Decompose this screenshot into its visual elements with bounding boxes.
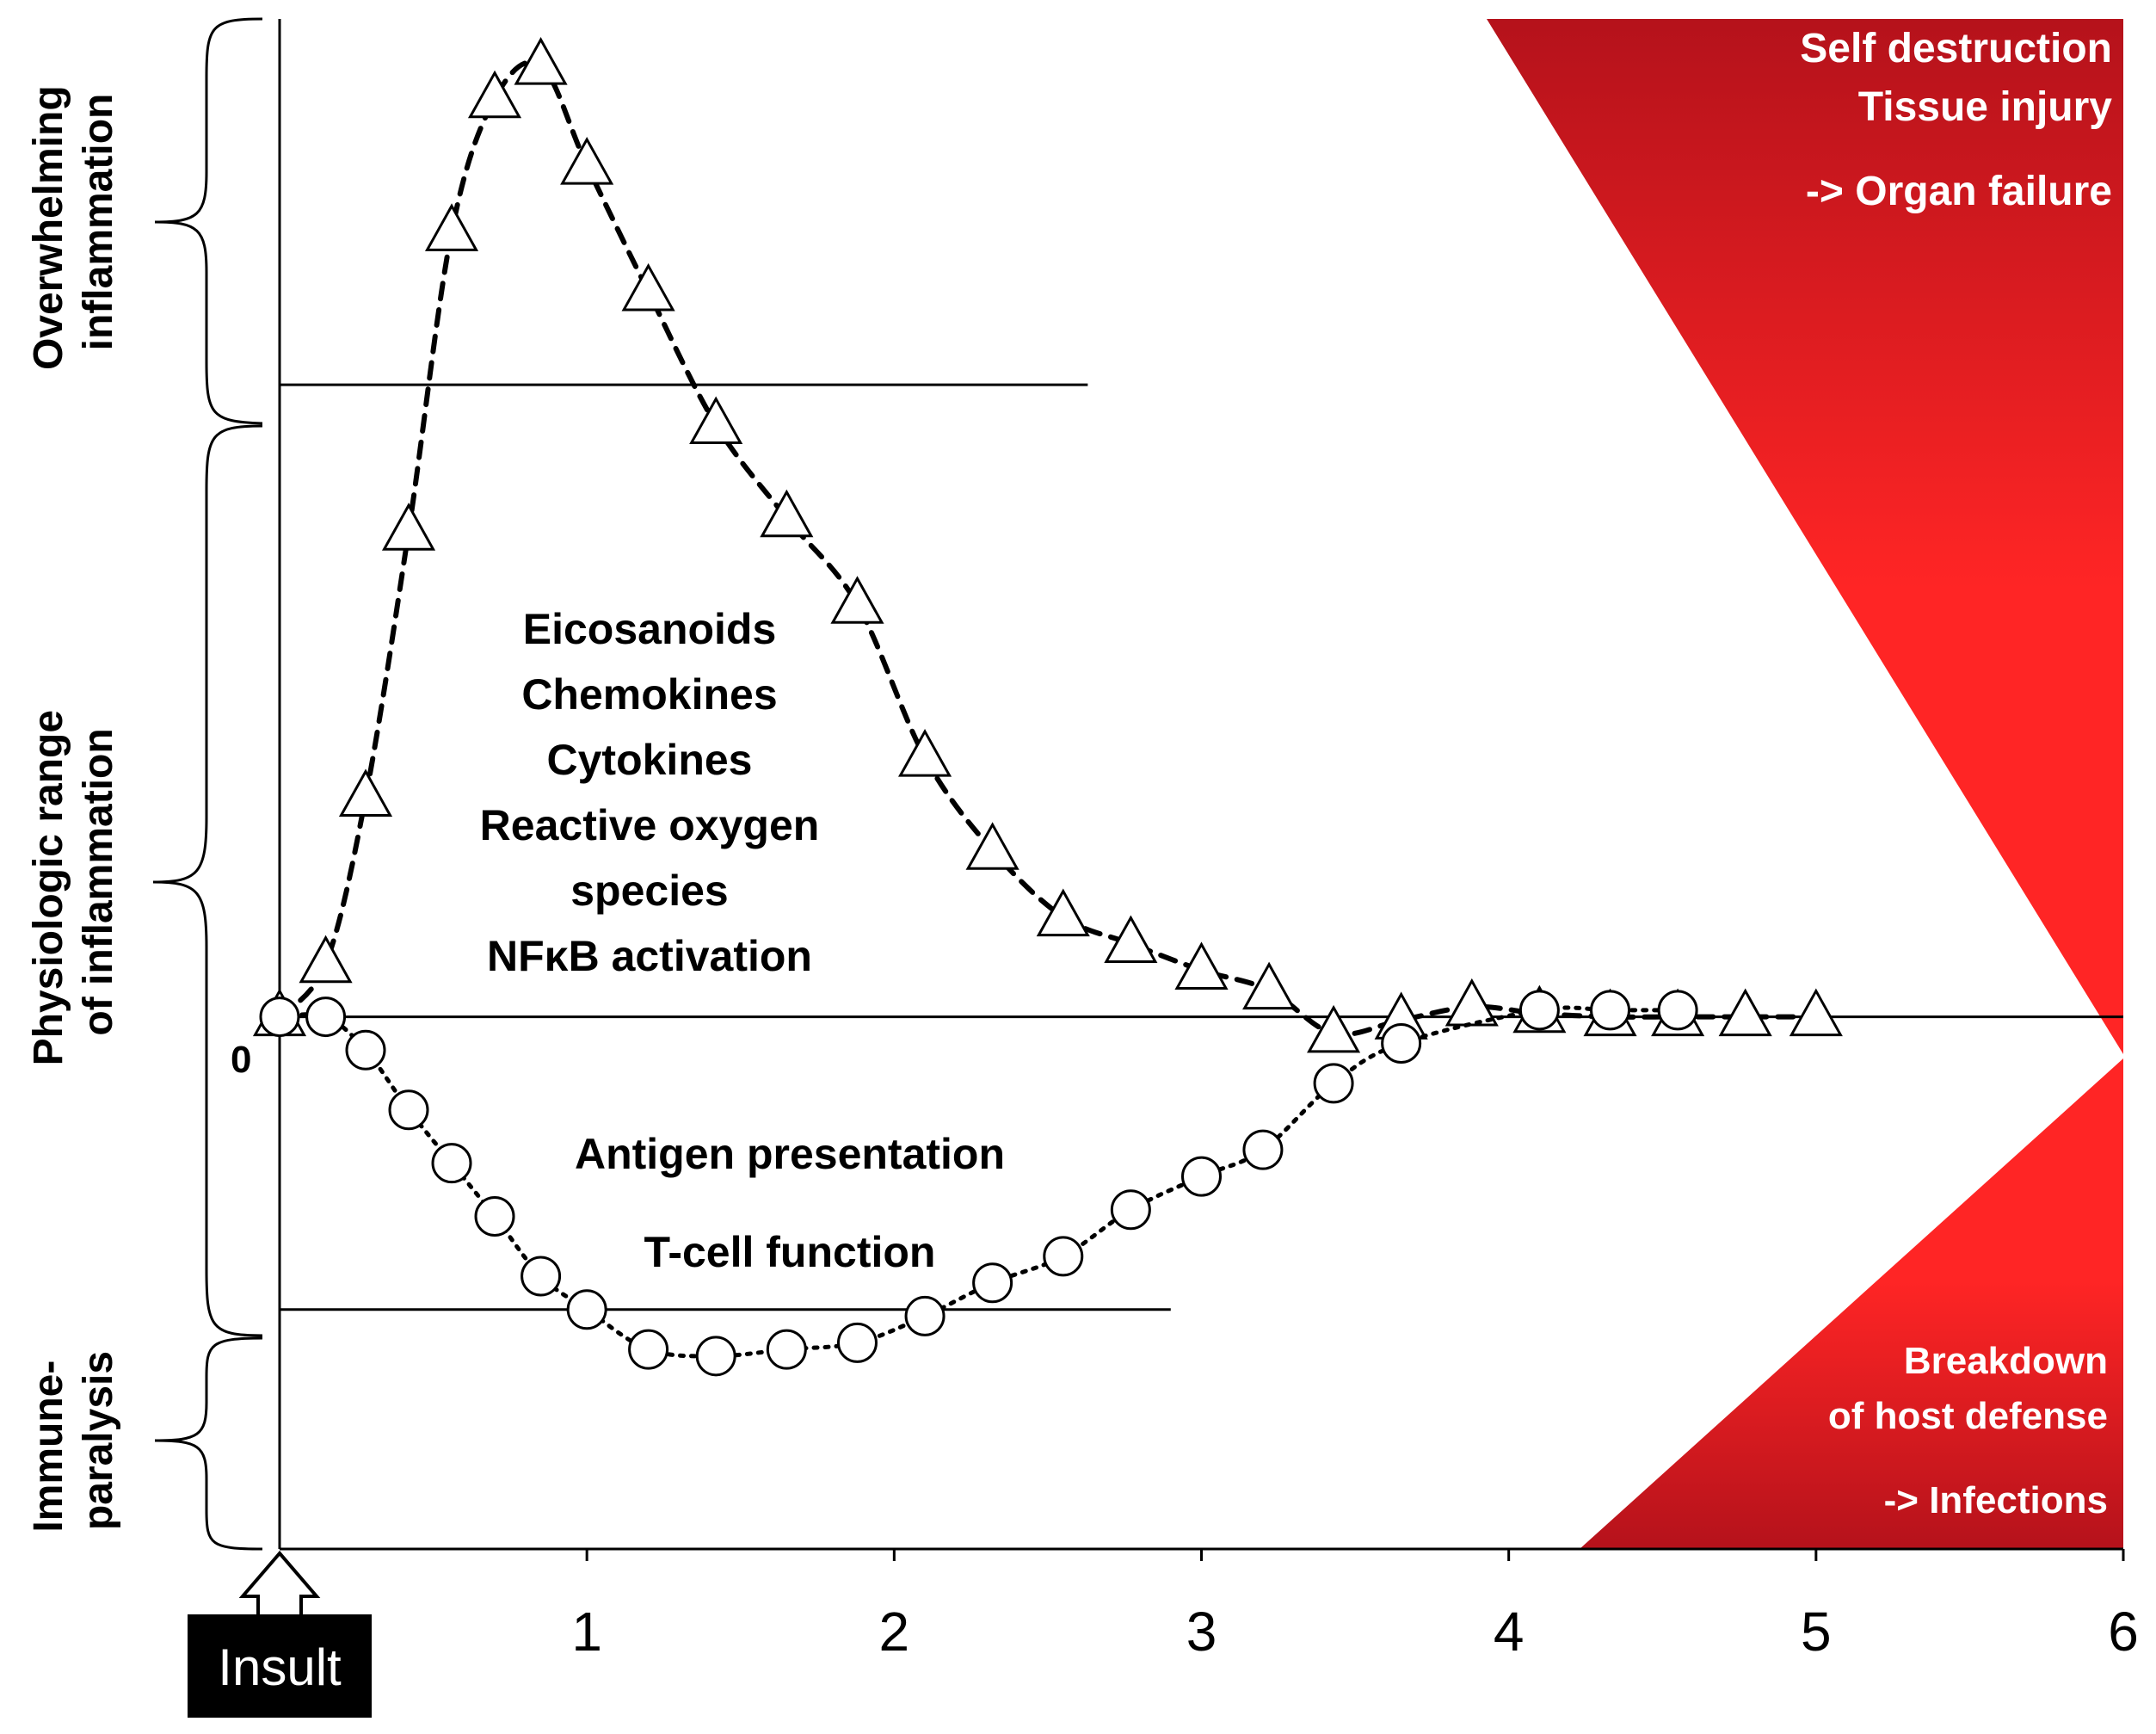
circle-point-9 xyxy=(695,1336,736,1377)
triangle-point-20 xyxy=(1445,978,1499,1027)
circle-point-14 xyxy=(1043,1236,1084,1277)
danger-top-line-3: -> Organ failure xyxy=(1806,169,2112,214)
region-overwhelming-line-2: inflammation xyxy=(76,94,121,351)
triangle-point-15 xyxy=(1104,915,1158,964)
y-region-labels: Overwhelming inflammation Physiologic ra… xyxy=(26,74,121,1532)
triangle-point-25 xyxy=(1789,988,1843,1037)
danger-bottom-line-3: -> Infections xyxy=(1884,1479,2108,1521)
triangle-point-14 xyxy=(1036,888,1090,937)
circle-point-19 xyxy=(1381,1022,1422,1064)
circle-point-12 xyxy=(904,1295,946,1336)
x-tick-label-1: 1 xyxy=(571,1601,602,1663)
triangle-point-5 xyxy=(467,70,522,119)
mediator-reactive-oxygen: Reactive oxygen xyxy=(480,801,820,849)
circle-point-6 xyxy=(521,1256,562,1297)
circle-point-10 xyxy=(766,1329,807,1370)
region-label-immuneparalysis: Immune- paralysis xyxy=(26,1348,121,1532)
triangle-point-11 xyxy=(830,576,884,624)
x-tick-label-3: 3 xyxy=(1186,1601,1217,1663)
circle-point-13 xyxy=(972,1262,1013,1304)
zero-label: 0 xyxy=(231,1039,251,1081)
danger-top-line-2: Tissue injury xyxy=(1858,84,2113,130)
circle-point-3 xyxy=(388,1089,429,1131)
mediator-chemokines: Chemokines xyxy=(521,670,777,719)
region-physiologic-line-2: of inflammation xyxy=(76,728,121,1035)
mediator-species: species xyxy=(570,867,728,915)
circle-point-1 xyxy=(305,997,347,1038)
mediator-eicosanoids: Eicosanoids xyxy=(523,605,777,653)
immune-annotations: Antigen presentation T-cell function xyxy=(575,1130,1005,1276)
triangle-point-7 xyxy=(560,136,614,185)
triangle-point-9 xyxy=(689,396,743,445)
series-circle xyxy=(259,990,1698,1377)
danger-bottom-line-2: of host defense xyxy=(1828,1395,2108,1437)
brace-physiologic xyxy=(152,424,263,1337)
triangle-point-18 xyxy=(1307,1004,1361,1053)
insult-marker: Insult xyxy=(188,1550,372,1718)
triangle-point-8 xyxy=(621,262,675,312)
danger-zone-bottom-text: Breakdown of host defense -> Infections xyxy=(1828,1340,2108,1521)
triangle-point-2 xyxy=(338,768,393,817)
triangle-point-13 xyxy=(965,822,1019,870)
x-tick-label-5: 5 xyxy=(1801,1601,1832,1663)
circle-point-22 xyxy=(1657,990,1698,1031)
region-label-physiologic: Physiologic range of inflammation xyxy=(26,699,121,1066)
circle-point-5 xyxy=(474,1195,515,1237)
region-immuneparalysis-line-2: paralysis xyxy=(76,1351,121,1530)
triangle-point-1 xyxy=(299,935,353,984)
circle-point-16 xyxy=(1181,1156,1222,1197)
brace-overwhelming xyxy=(154,17,263,425)
circle-point-2 xyxy=(345,1029,386,1071)
insult-arrow-icon xyxy=(238,1550,321,1618)
triangle-point-4 xyxy=(424,203,479,251)
mediator-nfkb: NFκB activation xyxy=(487,932,812,980)
circle-point-17 xyxy=(1242,1129,1284,1170)
region-label-overwhelming: Overwhelming inflammation xyxy=(26,74,121,370)
region-immuneparalysis-line-1: Immune- xyxy=(26,1361,71,1533)
brace-immuneparalysis xyxy=(154,1336,263,1551)
circle-point-21 xyxy=(1590,990,1631,1031)
circle-point-11 xyxy=(836,1322,878,1363)
insult-box xyxy=(188,1614,372,1718)
insult-label: Insult xyxy=(218,1638,342,1696)
mediator-cytokines: Cytokines xyxy=(547,736,753,784)
mediator-annotations: Eicosanoids Chemokines Cytokines Reactiv… xyxy=(480,605,820,980)
region-physiologic-line-1: Physiologic range xyxy=(26,710,71,1065)
circle-point-7 xyxy=(566,1289,607,1330)
series-line-circle xyxy=(277,1005,1680,1359)
threshold-lines xyxy=(280,383,1171,1311)
circle-point-4 xyxy=(431,1143,472,1184)
immune-tcell-function: T-cell function xyxy=(644,1228,936,1276)
x-tick-label-2: 2 xyxy=(879,1601,910,1663)
danger-zone-top-text: Self destruction Tissue injury -> Organ … xyxy=(1800,26,2112,214)
x-tick-labels: 1 2 3 4 5 6 xyxy=(571,1549,2139,1663)
circle-point-8 xyxy=(628,1329,669,1370)
danger-zone-bottom xyxy=(1580,1058,2123,1549)
circle-point-18 xyxy=(1313,1063,1354,1104)
immune-antigen-presentation: Antigen presentation xyxy=(575,1130,1005,1178)
danger-zone-top xyxy=(1487,19,2123,1054)
triangle-point-3 xyxy=(381,503,436,551)
series-triangle xyxy=(252,37,1843,1053)
x-tick-label-4: 4 xyxy=(1494,1601,1525,1663)
circle-point-15 xyxy=(1110,1189,1151,1231)
danger-top-line-1: Self destruction xyxy=(1800,26,2112,71)
circle-point-20 xyxy=(1518,990,1560,1031)
x-tick-label-6: 6 xyxy=(2108,1601,2139,1663)
y-region-braces xyxy=(152,17,263,1551)
triangle-point-10 xyxy=(760,489,814,538)
triangle-point-16 xyxy=(1174,941,1229,990)
series-layer xyxy=(252,37,1843,1377)
series-line-triangle xyxy=(277,59,1819,1038)
triangle-point-12 xyxy=(897,729,952,777)
triangle-point-24 xyxy=(1718,988,1772,1037)
triangle-point-17 xyxy=(1242,961,1297,1010)
danger-bottom-line-1: Breakdown xyxy=(1904,1340,2108,1382)
region-overwhelming-line-1: Overwhelming xyxy=(26,85,71,370)
triangle-point-6 xyxy=(514,37,568,85)
circle-point-0 xyxy=(259,997,300,1038)
